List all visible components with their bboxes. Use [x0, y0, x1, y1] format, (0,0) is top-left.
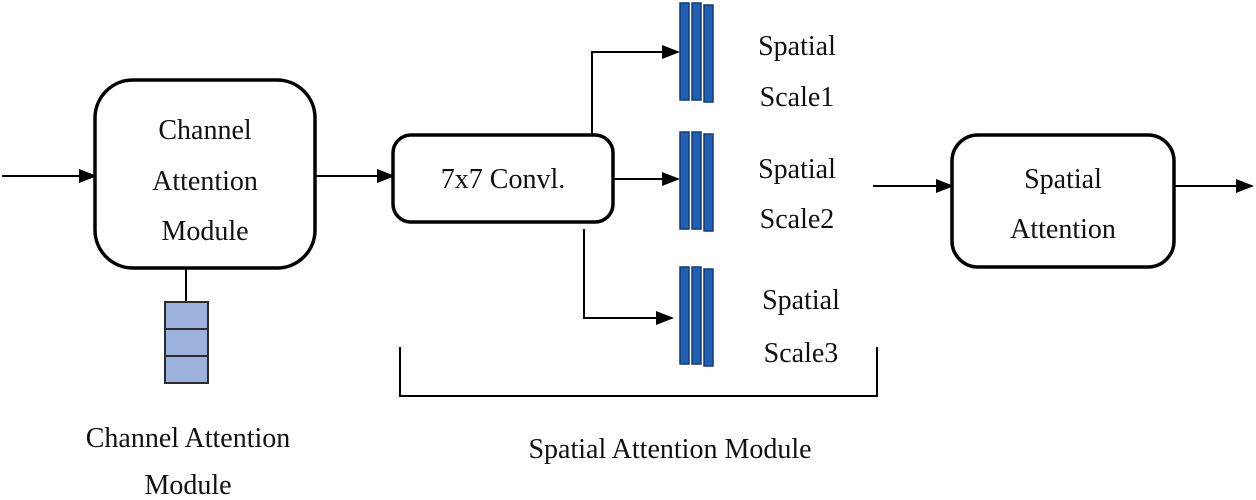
feature-bar — [679, 2, 690, 101]
feature-bar — [703, 268, 714, 367]
scale1-feature-map-icon — [679, 2, 714, 103]
channel-box-line-3: Module — [161, 216, 248, 247]
feature-bar — [691, 131, 702, 230]
spatial-box-line-2: Attention — [1010, 214, 1116, 245]
channel-vector-cell — [164, 328, 209, 357]
spatial-attention-box — [950, 133, 1176, 269]
channel-caption-line-1: Channel Attention — [86, 423, 291, 454]
feature-bar — [691, 266, 702, 365]
conv-to-scale3-arrow — [583, 229, 674, 325]
scale3-feature-map-icon — [679, 266, 714, 367]
scale3-label-line-1: Spatial — [762, 285, 840, 316]
channel-vector-cell — [164, 301, 209, 330]
channel-vector-cell — [164, 355, 209, 384]
spatial-module-brace — [399, 347, 878, 397]
scale3-label-line-2: Scale3 — [764, 338, 839, 369]
feature-bar — [679, 131, 690, 230]
conv-label: 7x7 Convl. — [441, 164, 565, 195]
channel-attention-node: Channel Attention Module — [93, 78, 317, 270]
channel-vector-icon — [164, 301, 209, 384]
scale2-label-line-1: Spatial — [758, 154, 836, 185]
spatial-box-line-1: Spatial — [1024, 164, 1102, 195]
spatial-attention-node: Spatial Attention — [950, 133, 1176, 269]
channel-attention-box — [93, 78, 317, 270]
scale1-label-line-1: Spatial — [758, 31, 836, 62]
feature-bar — [703, 133, 714, 232]
conv-to-scale1-arrow — [591, 45, 680, 135]
channel-box-line-1: Channel — [158, 115, 252, 146]
channel-box-line-2: Attention — [152, 166, 258, 197]
scale1-label-line-2: Scale1 — [760, 82, 835, 113]
conv-node: 7x7 Convl. — [391, 133, 615, 224]
spatial-caption: Spatial Attention Module — [528, 434, 811, 465]
scale2-label-line-2: Scale2 — [760, 204, 835, 235]
channel-caption-line-2: Module — [144, 470, 231, 500]
scale2-feature-map-icon — [679, 131, 714, 232]
feature-bar — [703, 4, 714, 103]
feature-bar — [679, 266, 690, 365]
feature-bar — [691, 2, 702, 101]
